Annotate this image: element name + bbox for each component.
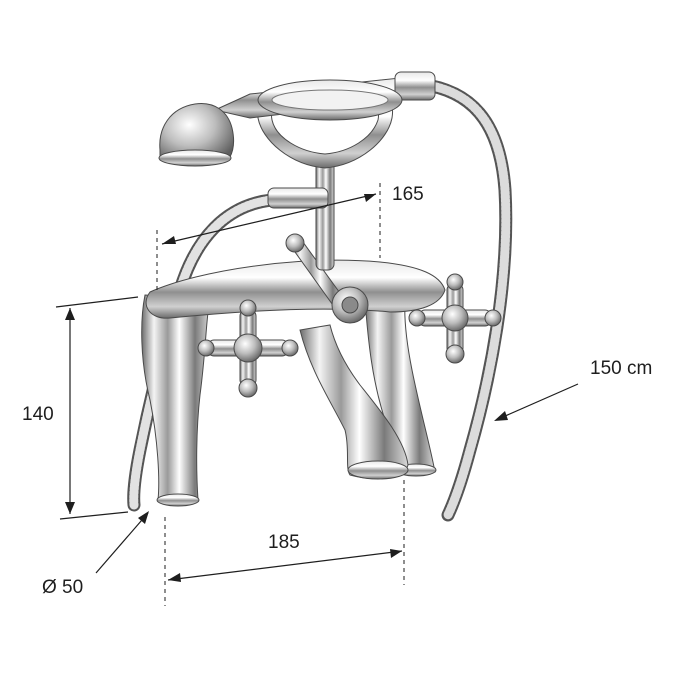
dim-diameter <box>95 511 149 574</box>
diverter-lever-tip <box>285 233 305 253</box>
dim-spacing <box>164 480 405 606</box>
hose-length-label: 150 cm <box>590 358 652 379</box>
bridge-body <box>145 259 446 319</box>
dim-height <box>55 296 139 520</box>
depth-label: 165 <box>392 184 424 205</box>
left-cross-handle <box>197 299 299 398</box>
left-pillar-base <box>156 493 200 507</box>
shower-hose-right <box>413 77 513 522</box>
right-cross-handle <box>408 273 502 364</box>
left-pillar <box>141 294 211 501</box>
spout-outlet <box>347 460 409 480</box>
hose-connector <box>267 187 329 209</box>
dim-depth <box>156 183 381 290</box>
hand-shower <box>158 71 436 167</box>
spacing-label: 185 <box>268 532 300 553</box>
cradle-riser <box>315 159 335 271</box>
dim-hose-length <box>494 383 579 421</box>
height-label: 140 <box>22 404 54 425</box>
diameter-label: Ø 50 <box>42 577 83 598</box>
